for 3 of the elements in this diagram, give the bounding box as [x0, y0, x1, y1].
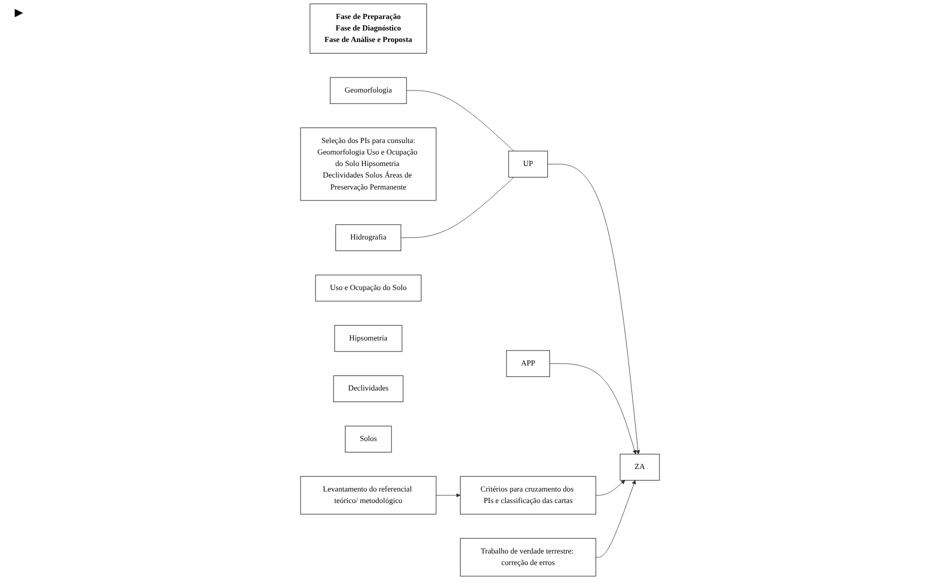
connector [406, 90, 514, 152]
bullet-mark: ► [12, 6, 26, 22]
connector [400, 176, 514, 238]
